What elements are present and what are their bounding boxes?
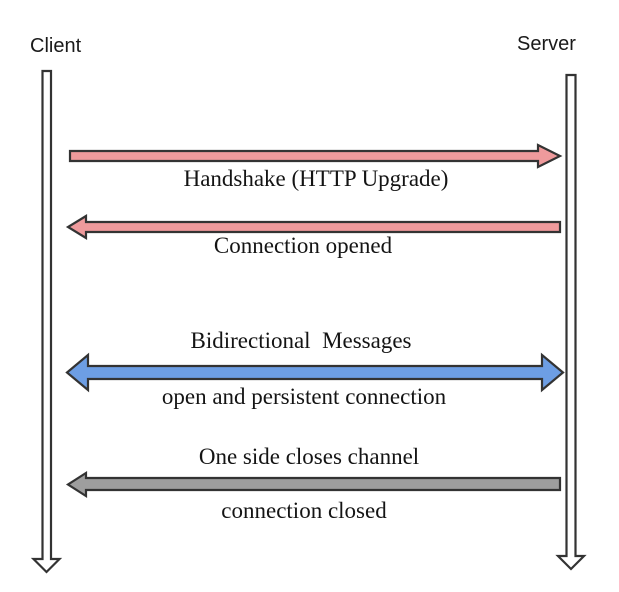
bidirectional-messages-label: Bidirectional Messages [190,328,412,353]
persistent-connection-label: open and persistent connection [161,384,447,409]
handshake-message-label: Handshake (HTTP Upgrade) [183,166,449,191]
connection-opened-arrow-icon [65,214,562,240]
close-channel-arrow-icon [65,470,562,499]
close-channel-label: One side closes channel [198,444,420,469]
connection-opened-message-label: Connection opened [213,233,393,258]
server-label: Server [517,33,576,55]
server-lifeline-arrow-icon [555,73,587,571]
bidirectional-arrow-icon [65,352,565,393]
client-label: Client [30,35,82,57]
client-lifeline-arrow-icon [30,69,63,574]
handshake-arrow-icon [68,143,563,169]
connection-closed-label: connection closed [221,498,387,523]
